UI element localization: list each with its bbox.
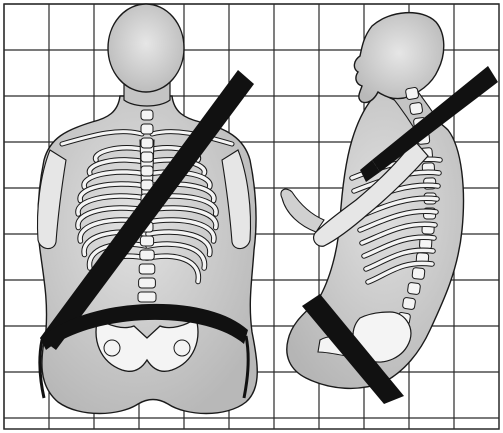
front-vertebra [138, 292, 156, 302]
front-vertebra [140, 236, 153, 246]
front-vertebra [141, 124, 153, 134]
side-vertebra [405, 87, 419, 100]
side-vertebra [407, 282, 420, 294]
front-right-hip-socket [174, 340, 190, 356]
front-vertebra [141, 152, 153, 162]
front-vertebra [141, 138, 153, 148]
front-vertebra [141, 166, 153, 176]
front-vertebra [140, 250, 154, 260]
front-vertebra [139, 264, 155, 274]
side-vertebra [409, 102, 423, 115]
front-vertebra [141, 110, 153, 120]
front-left-hip-socket [104, 340, 120, 356]
side-vertebra [412, 267, 425, 279]
side-vertebra [402, 297, 416, 310]
front-vertebra [139, 278, 156, 288]
front-head [108, 4, 184, 92]
